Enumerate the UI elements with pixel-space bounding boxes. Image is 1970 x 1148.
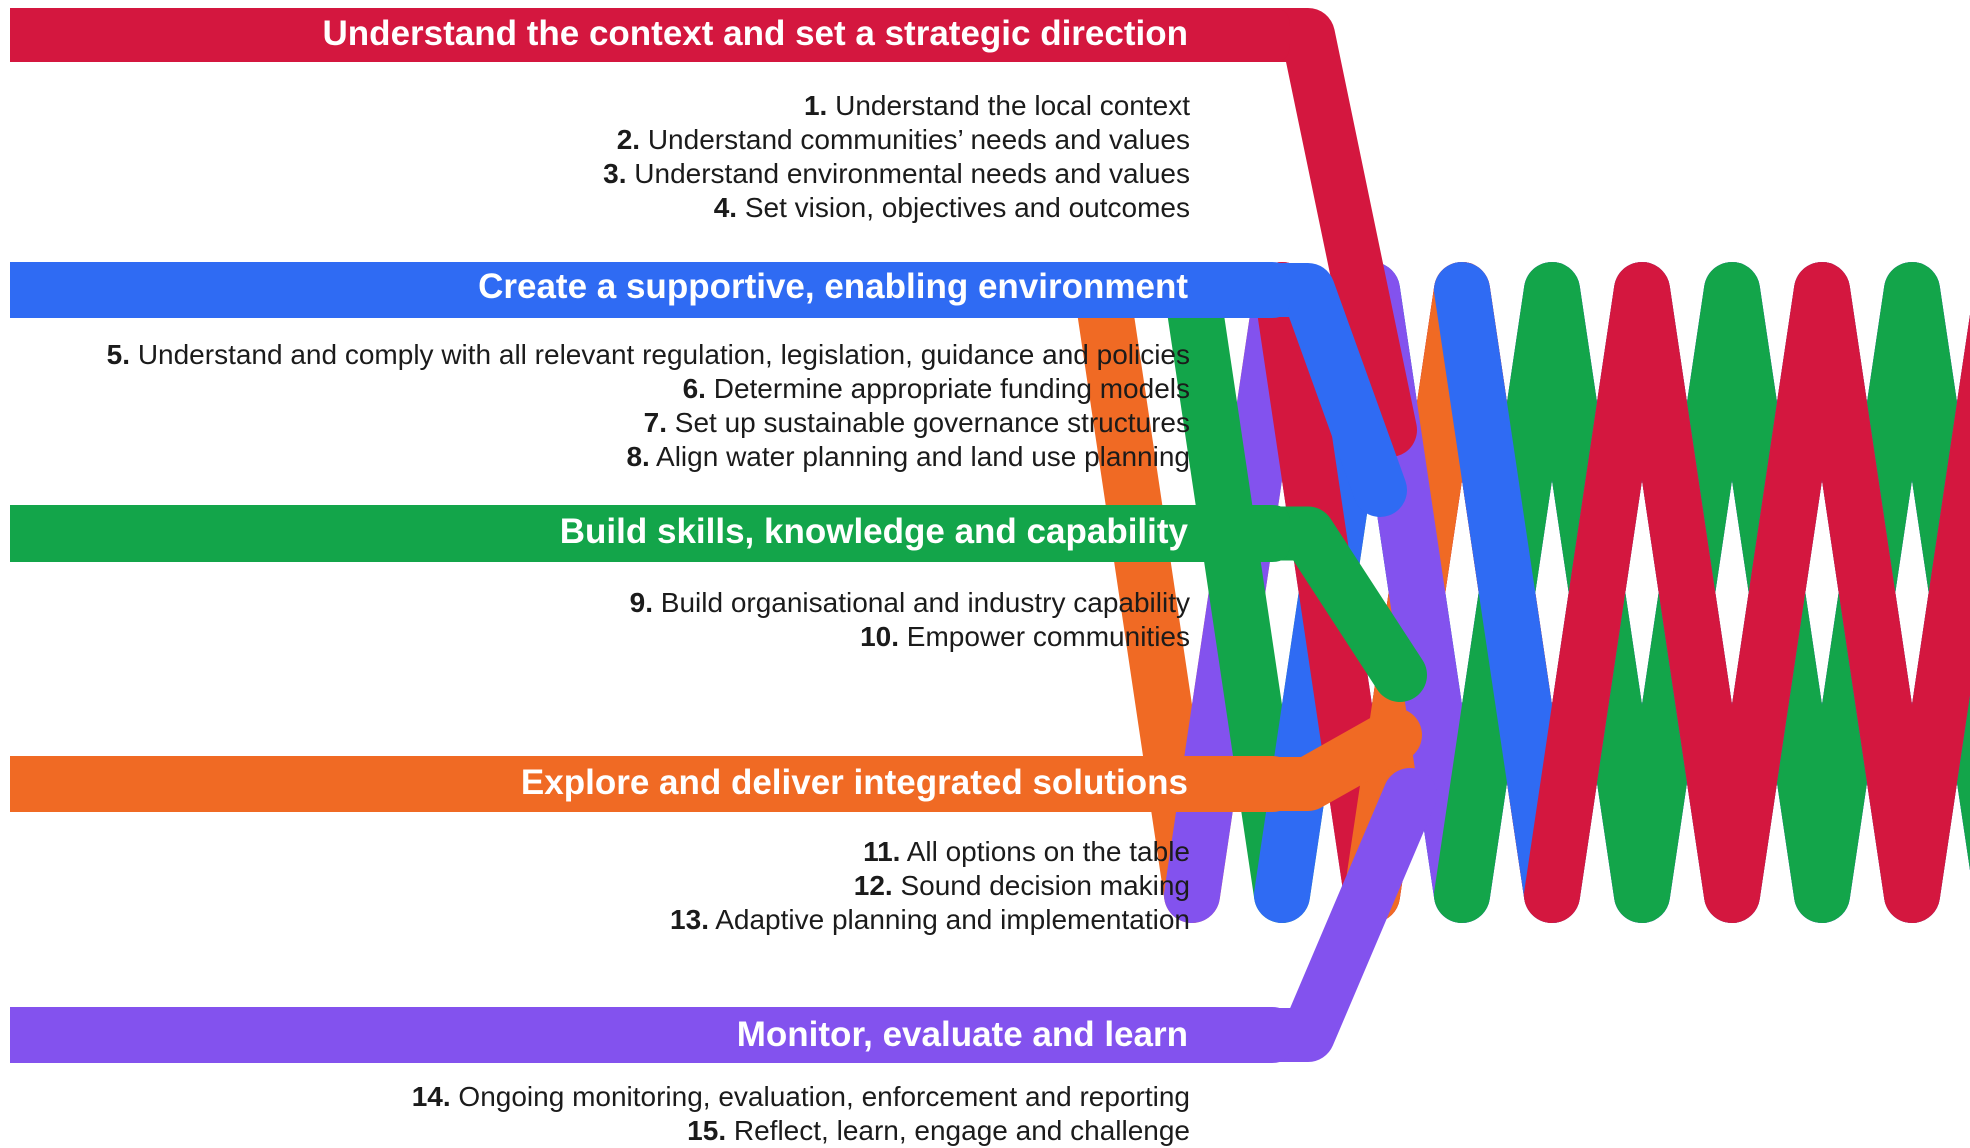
list-item: 2. Understand communities’ needs and val… (616, 124, 1190, 155)
list-item: 13. Adaptive planning and implementation (670, 904, 1190, 935)
stage-title-monitor: Monitor, evaluate and learn (737, 1015, 1188, 1054)
stage-title-capability: Build skills, knowledge and capability (560, 512, 1189, 551)
list-item: 8. Align water planning and land use pla… (626, 441, 1190, 472)
list-item: 14. Ongoing monitoring, evaluation, enfo… (411, 1081, 1190, 1112)
list-item: 12. Sound decision making (853, 870, 1190, 901)
list-item: 3. Understand environmental needs and va… (603, 158, 1190, 189)
list-item: 10. Empower communities (860, 621, 1190, 652)
stage-title-context: Understand the context and set a strateg… (323, 14, 1188, 53)
list-item: 9. Build organisational and industry cap… (629, 587, 1190, 618)
list-item: 11. All options on the table (863, 836, 1190, 867)
weave-strand-8 (1434, 262, 1970, 923)
list-item: 7. Set up sustainable governance structu… (643, 407, 1190, 438)
stage-bar-2 (10, 262, 1290, 318)
stage-bar-1 (10, 8, 1290, 62)
list-item: 1. Understand the local context (803, 90, 1190, 121)
stage-items-monitor: 14. Ongoing monitoring, evaluation, enfo… (412, 1080, 1190, 1148)
stage-items-enabling-environment: 5. Understand and comply with all releva… (107, 338, 1190, 474)
list-item: 4. Set vision, objectives and outcomes (713, 192, 1190, 223)
stage-bar-5 (10, 1007, 1290, 1063)
stage-bars (10, 8, 1290, 1063)
list-item: 15. Reflect, learn, engage and challenge (687, 1115, 1190, 1146)
stage-items-integrated-solutions: 11. All options on the table 12. Sound d… (670, 835, 1190, 937)
stage-titles: Understand the context and set a strateg… (323, 14, 1189, 1054)
list-item: 6. Determine appropriate funding models (682, 373, 1190, 404)
stage-bar-4 (10, 756, 1290, 812)
stage-title-enabling-environment: Create a supportive, enabling environmen… (478, 267, 1188, 306)
list-item: 5. Understand and comply with all releva… (106, 339, 1190, 370)
stage-items-context: 1. Understand the local context 2. Under… (603, 89, 1190, 225)
stage-items-capability: 9. Build organisational and industry cap… (630, 586, 1190, 654)
stage-title-integrated-solutions: Explore and deliver integrated solutions (521, 763, 1188, 802)
stage-bar-3 (10, 505, 1290, 562)
weave-strand-10 (1524, 262, 1970, 923)
